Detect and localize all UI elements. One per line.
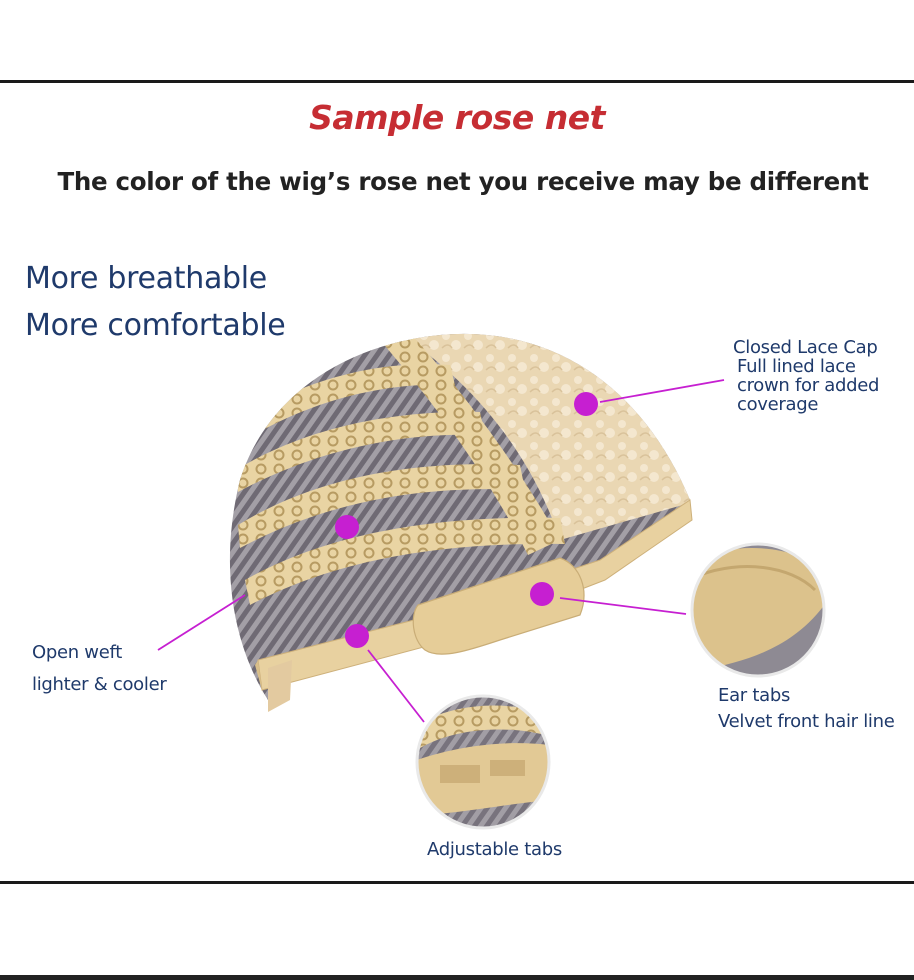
marker-closed-lace: [574, 392, 598, 416]
callout-closed-lace: Closed Lace Cap Full lined lace crown fo…: [733, 338, 879, 414]
leader-line-open-weft: [157, 594, 246, 651]
leader-line-adjustable: [367, 649, 425, 723]
marker-open-weft: [335, 515, 359, 539]
page-subtitle: The color of the wig’s rose net you rece…: [57, 167, 869, 196]
leader-line-closed-lace: [599, 379, 725, 403]
callout-ear-tabs-line2: Velvet front hair line: [718, 711, 895, 732]
feature-comfortable: More comfortable: [25, 308, 286, 343]
callout-open-weft-line1: Open weft: [32, 642, 122, 663]
callout-closed-lace-line1: Full lined lace: [737, 356, 856, 377]
callout-adjustable-tabs: Adjustable tabs: [427, 839, 562, 860]
marker-ear-tabs: [530, 582, 554, 606]
callout-closed-lace-title: Closed Lace Cap: [733, 337, 878, 358]
callout-ear-tabs: Ear tabs Velvet front hair line: [718, 683, 895, 735]
callout-open-weft: Open weft lighter & cooler: [32, 637, 167, 701]
callout-ear-tabs-line1: Ear tabs: [718, 685, 791, 706]
callout-closed-lace-line2: crown for added: [737, 375, 880, 396]
feature-breathable: More breathable: [25, 261, 267, 296]
ear-tab-closeup: [690, 542, 826, 678]
callout-open-weft-line2: lighter & cooler: [32, 674, 167, 695]
bottom-divider: [0, 975, 914, 980]
cap-body: [229, 333, 693, 712]
leader-line-ear-tabs: [559, 597, 687, 615]
page-title: Sample rose net: [309, 98, 605, 137]
adjustable-tabs-closeup: [415, 694, 551, 830]
top-blank-area: [0, 0, 914, 80]
callout-closed-lace-line3: coverage: [737, 394, 819, 415]
marker-adjustable: [345, 624, 369, 648]
